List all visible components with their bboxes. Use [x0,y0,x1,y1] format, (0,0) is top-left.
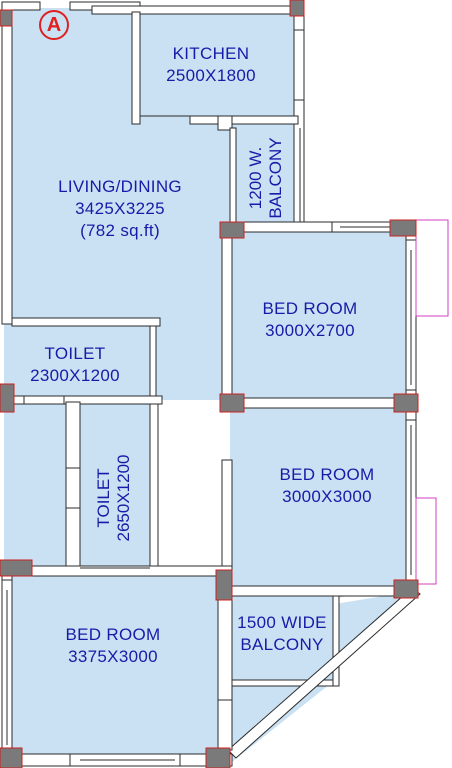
bed-divider-wall [229,397,417,409]
balcony-label: 1500 WIDE BALCONY [230,612,334,656]
block-label: A [39,10,69,40]
kitchen-wall-bottom [189,115,299,125]
column-10 [393,579,419,599]
bed3-name: BED ROOM [65,625,161,644]
toilet1-size: 2300X1200 [30,366,120,385]
window-bed3-right [217,699,233,751]
balcony-line2: BALCONY [240,635,324,654]
toilet1-name: TOILET [44,344,106,363]
slanted-rail [227,587,421,759]
column-4 [389,219,417,237]
w-balcony-line2: BALCONY [266,137,285,219]
toilet1-right-wall [149,325,157,397]
toilet2-label: TOILET 2650X1200 [94,450,134,546]
column-3 [219,221,245,239]
column-12 [205,747,231,768]
column-7 [0,383,15,413]
window-kitchen [293,29,305,101]
column-9 [215,569,233,601]
w-balcony-floor [232,128,300,228]
living-name: LIVING/DINING [58,177,182,196]
bed2-bottom-wall [229,585,417,597]
windows [1,29,417,767]
kitchen-wall-step [217,115,233,131]
balcony-right-rail [332,595,340,687]
wall-top-right [91,5,301,15]
kitchen-size: 2500X1800 [166,66,256,85]
kitchen-wall-left [131,11,141,125]
kitchen-floor [139,12,295,124]
balcony-line1: 1500 WIDE [237,613,327,632]
bed1-label: BED ROOM 3000X2700 [245,298,375,342]
kitchen-name: KITCHEN [172,44,250,63]
projection-bed2 [415,497,437,585]
living-area: (782 sq.ft) [80,221,160,240]
wall-top-left [1,1,41,11]
room-lines [80,115,301,569]
bed2-label: BED ROOM 3000X3000 [262,464,392,508]
toilet2-name: TOILET [94,468,113,528]
bed3-label: BED ROOM 3375X3000 [48,624,178,668]
projection-bed1 [415,219,449,317]
toilet2-right-wall [149,403,159,573]
column-5 [219,393,245,413]
toilet1-label: TOILET 2300X1200 [14,343,136,387]
bed3-size: 3375X3000 [68,647,158,666]
kitchen-label: KITCHEN 2500X1800 [150,43,272,87]
bed1-name: BED ROOM [262,299,358,318]
outer-wall-left [1,5,13,325]
window-toilet1 [23,395,65,405]
column-8 [0,559,33,577]
bed1-size: 3000X2700 [265,321,355,340]
bed2-name: BED ROOM [279,465,375,484]
columns [0,0,419,768]
living-label: LIVING/DINING 3425X3225 (782 sq.ft) [20,176,220,242]
column-2 [289,0,305,17]
window-toilet2 [65,467,81,509]
toilet1-floor [12,326,152,398]
column-11 [0,747,23,768]
balcony-w-wall [229,127,237,231]
column-1 [0,9,13,27]
toilet2-floor [80,404,152,568]
bed2-size: 3000X3000 [282,487,372,506]
bed1-left-wall [221,225,233,397]
column-6 [393,393,419,413]
toilet2-size: 2650X1200 [114,454,133,542]
projections [415,219,449,585]
w-balcony-label: 1200 W. BALCONY [246,128,286,228]
living-bottom-wall [11,317,161,327]
w-balcony-line1: 1200 W. [246,146,265,210]
living-size: 3425X3225 [75,199,165,218]
